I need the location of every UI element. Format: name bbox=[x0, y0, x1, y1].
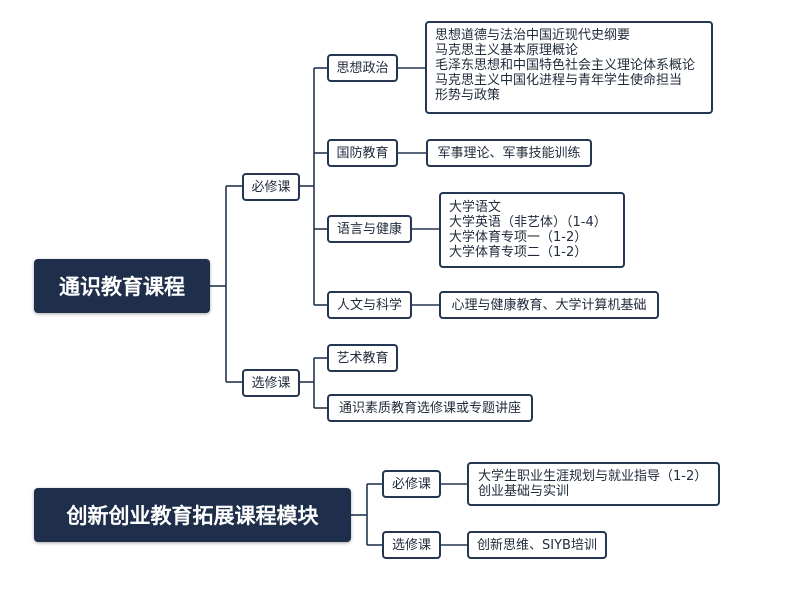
course-item: 心理与健康教育、大学计算机基础 bbox=[451, 297, 647, 313]
module-title-general-education: 通识教育课程 bbox=[34, 259, 210, 313]
group-national-defense: 国防教育 bbox=[327, 139, 398, 167]
course-item: 马克思主义中国化进程与青年学生使命担当 bbox=[435, 73, 683, 88]
course-item: 大学英语（非艺体）（1-4） bbox=[449, 215, 607, 230]
course-item: 创新思维、SIYB培训 bbox=[477, 537, 597, 553]
elective-branch-node: 选修课 bbox=[382, 531, 441, 559]
module-title-innovation-entrepreneurship: 创新创业教育拓展课程模块 bbox=[34, 488, 351, 542]
items-ideology-politics: 思想道德与法治中国近现代史纲要 马克思主义基本原理概论 毛泽东思想和中国特色社会… bbox=[425, 21, 713, 114]
course-item: 大学体育专项一（1-2） bbox=[449, 230, 588, 245]
required-branch-node: 必修课 bbox=[382, 470, 441, 498]
group-language-health: 语言与健康 bbox=[327, 215, 412, 243]
course-item: 马克思主义基本原理概论 bbox=[435, 43, 579, 58]
items-language-health: 大学语文 大学英语（非艺体）（1-4） 大学体育专项一（1-2） 大学体育专项二… bbox=[439, 192, 625, 268]
group-art-education: 艺术教育 bbox=[327, 344, 398, 372]
required-branch-node: 必修课 bbox=[242, 173, 300, 201]
course-item: 大学体育专项二（1-2） bbox=[449, 245, 588, 260]
course-item: 创业基础与实训 bbox=[478, 484, 570, 499]
items-humanities-science: 心理与健康教育、大学计算机基础 bbox=[439, 291, 659, 319]
course-item: 形势与政策 bbox=[435, 88, 501, 103]
group-humanities-science: 人文与科学 bbox=[327, 291, 412, 319]
course-item: 大学生职业生涯规划与就业指导（1-2） bbox=[478, 469, 708, 484]
elective-branch-node: 选修课 bbox=[242, 369, 300, 397]
group-general-electives: 通识素质教育选修课或专题讲座 bbox=[327, 394, 533, 422]
course-item: 军事理论、军事技能训练 bbox=[437, 145, 581, 161]
items-innovation-required: 大学生职业生涯规划与就业指导（1-2） 创业基础与实训 bbox=[467, 462, 720, 506]
course-item: 大学语文 bbox=[449, 200, 502, 215]
items-innovation-elective: 创新思维、SIYB培训 bbox=[467, 531, 607, 559]
group-ideology-politics: 思想政治 bbox=[327, 54, 398, 82]
course-item: 毛泽东思想和中国特色社会主义理论体系概论 bbox=[435, 58, 696, 73]
course-item: 思想道德与法治中国近现代史纲要 bbox=[435, 28, 631, 43]
items-national-defense: 军事理论、军事技能训练 bbox=[426, 139, 592, 167]
